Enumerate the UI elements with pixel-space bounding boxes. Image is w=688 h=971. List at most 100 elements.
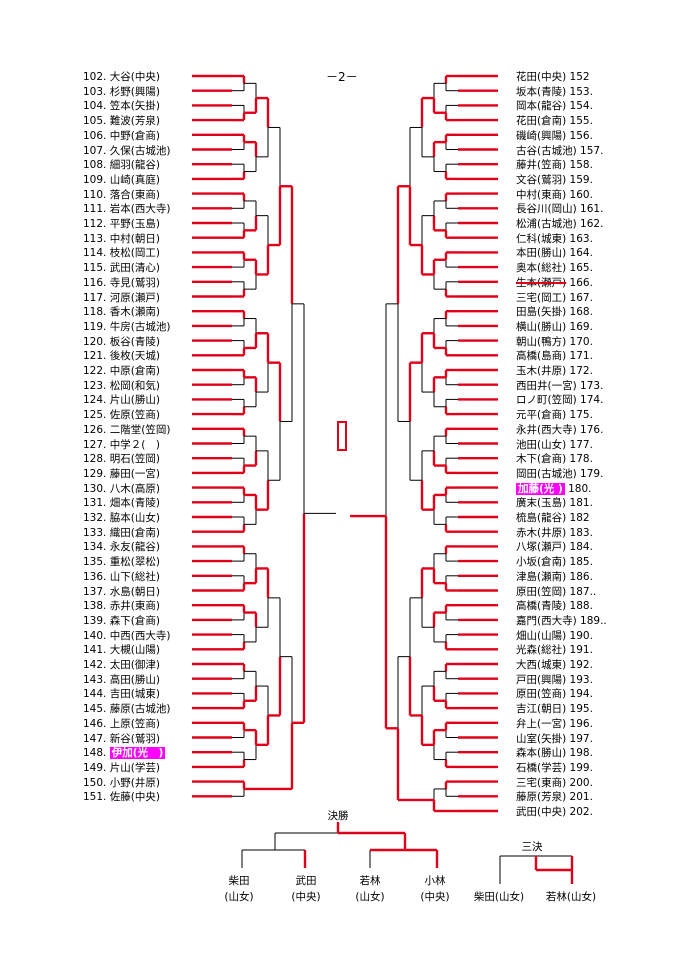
entry-number: 177. [569,438,593,451]
entry-name: 磯崎(興陽) [516,129,567,142]
right-entry: 藤井(笠商) 158. [516,158,593,172]
entry-number: 171. [569,350,593,363]
final-player-4-name: 小林 [424,875,446,887]
right-entry: 文谷(鷲羽) 159. [516,173,593,187]
entry-name: 武田(中央) [516,806,567,818]
left-entry: 145. 藤原(古城池) [83,702,170,716]
entry-name: 藤井(笠商) [516,159,567,172]
entry-name: 太田(御津) [109,659,160,671]
left-entry: 144. 吉田(城東) [83,687,160,701]
entry-name: 長谷川(岡山) [516,203,577,216]
entry-name: 西田井(一宮) [516,379,577,392]
entry-number: 153. [569,85,593,98]
right-entry: 加藤(光 ) 180. [516,482,592,496]
entry-number: 112. [83,218,107,230]
entry-number: 113. [83,232,107,245]
left-entry: 111. 岩本(西大寺) [83,202,170,216]
entry-name: 文谷(鷲羽) [516,173,567,186]
left-entry: 106. 中野(倉商) [83,129,160,143]
entry-number: 123. [83,379,107,392]
entry-number: 197. [569,732,593,745]
right-entry: ロノ町(笠岡) 174. [516,393,603,407]
entry-name: 明石(笠岡) [109,453,160,466]
entry-number: 108. [83,159,107,172]
entry-name: 原田(笠岡) [516,585,567,598]
entry-name: 水島(朝日) [109,585,160,598]
entry-name: 杉野(興陽) [109,85,160,98]
right-entry: 花田(中央) 152 [516,70,590,84]
right-entry: 岡田(古城池) 179. [516,467,603,481]
entry-name: 奥本(総社) [516,262,567,275]
left-entry: 120. 板谷(青陵) [83,335,160,349]
left-entry: 107. 久保(古城池) [83,144,170,158]
entry-number: 142. [83,659,107,671]
entry-number: 158. [569,159,593,172]
entry-name: 山下(総社) [109,570,160,583]
entry-number: 175. [569,409,593,422]
left-entry: 149. 片山(学芸) [83,761,160,775]
entry-number: 128. [83,453,107,466]
right-entry: 吉江(朝日) 195. [516,702,593,716]
entry-number: 199. [569,761,593,774]
entry-name: 牛房(古城池) [109,320,171,333]
entry-number: 201. [569,791,593,804]
right-entry: 大西(城東) 192. [516,658,593,672]
entry-number: 161. [580,203,604,216]
right-entry: 原田(笠商) 194. [516,687,593,701]
entry-name: 古谷(古城池) [516,144,577,157]
left-entry: 104. 笠本(矢掛) [83,99,160,113]
entry-name: 中村(東商) [516,188,567,201]
entry-number: 172. [569,365,593,377]
entry-number: 151. [83,791,107,804]
entry-name: 生本(瀬戸) [516,276,567,289]
entry-name: 岡田(古城池) [516,467,577,480]
entry-name: 廣末(玉島) [516,497,567,510]
entry-name: 森本(勝山) [516,747,567,760]
entry-number: 143. [83,673,107,686]
left-entry: 122. 中原(倉南) [83,364,160,378]
entry-name: 平野(玉島) [109,218,160,230]
entry-number: 103. [83,85,107,98]
entry-number: 170. [569,335,593,348]
entry-name: 中原(倉南) [109,365,160,377]
right-entry: 弁上(一宮) 196. [516,717,593,731]
right-entry: 畑山(山陽) 190. [516,629,593,643]
entry-name: 嘉門(西大寺) [516,614,577,627]
entry-name: 高橋(島商) [516,350,567,363]
entry-number: 202. [569,806,593,818]
entry-number: 165. [569,262,593,275]
entry-number: 183. [569,526,593,539]
entry-name: 田島(矢掛) [516,306,567,319]
entry-name: ロノ町(笠岡) [516,394,577,407]
left-entry: 132. 脇本(山女) [83,511,160,525]
entry-name: 三宅(東商) [516,776,567,789]
entry-number: 163. [569,232,593,245]
right-entry: 磯崎(興陽) 156. [516,129,593,143]
entry-number: 173. [580,379,604,392]
entry-number: 129. [83,467,107,480]
entry-name: 光森(総社) [516,644,567,657]
final-player-1-school: (山女) [224,891,254,903]
right-entry: 山室(矢掛) 197. [516,732,593,746]
entry-name: 大槻(山陽) [109,644,160,657]
center-box [337,421,347,451]
entry-number: 146. [83,717,107,730]
left-entry: 129. 藤田(一宮) [83,467,160,481]
entry-name: 河原(瀬戸) [109,291,160,304]
entry-number: 188. [569,600,593,613]
entry-name: 高田(勝山) [109,673,160,686]
entry-number: 164. [569,247,593,260]
entry-number: 149. [83,761,107,774]
entry-number: 107. [83,144,107,157]
entry-name: 片山(勝山) [109,394,160,407]
entry-number: 105. [83,115,107,128]
left-entry: 151. 佐藤(中央) [83,790,160,804]
right-entry: 岡本(龍谷) 154. [516,99,593,113]
final-player-2-name: 武田 [295,875,317,887]
entry-number: 152 [569,71,590,83]
entry-number: 116. [83,276,107,289]
entry-number: 126. [83,423,107,436]
entry-number: 133. [83,526,107,539]
entry-number: 189.. [580,614,607,627]
entry-name: 花田(中央) [516,71,567,83]
